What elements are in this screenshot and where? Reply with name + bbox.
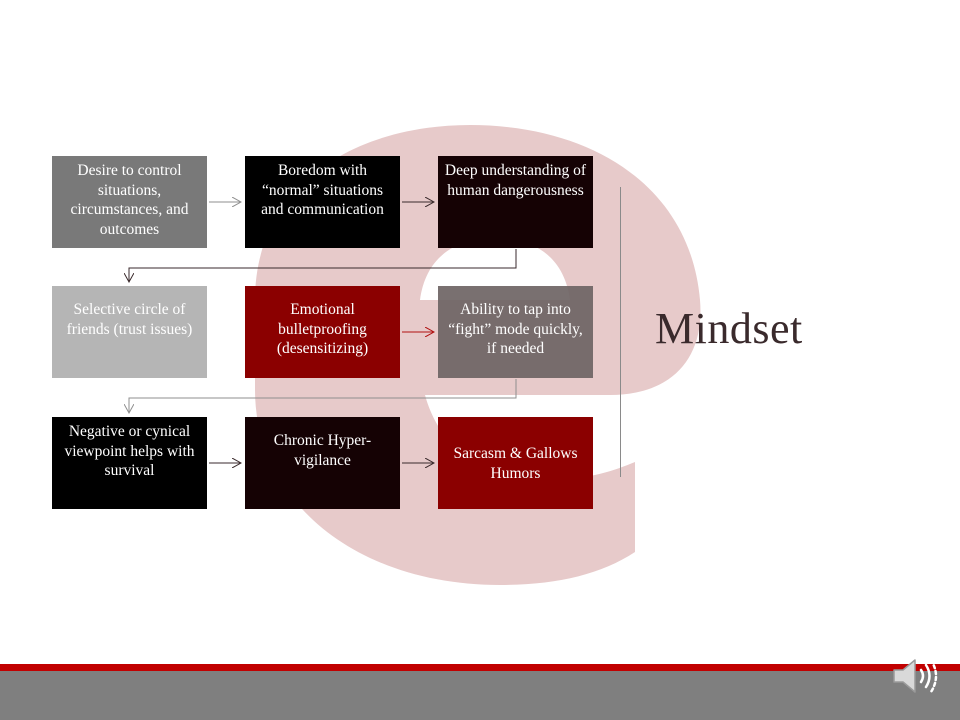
slide-title: Mindset [655, 304, 803, 353]
arrow-understanding-friends [129, 249, 517, 282]
box-deep-understanding-text: Deep understanding of human dangerousnes… [444, 162, 587, 199]
box-selective-circle-text: Selective circle of friends (trust issue… [66, 301, 193, 338]
footer-gray-band [0, 671, 960, 720]
box-negative-viewpoint: Negative or cynical viewpoint helps with… [52, 417, 207, 509]
box-ability-fight-mode: Ability to tap into “fight” mode quickly… [438, 286, 593, 378]
box-deep-understanding: Deep understanding of human dangerousnes… [438, 156, 593, 248]
arrow-fight-negative [129, 379, 517, 413]
box-sarcasm-text: Sarcasm & Gallows Humors [453, 445, 578, 482]
box-sarcasm: Sarcasm & Gallows Humors [438, 417, 593, 509]
footer-red-band [0, 664, 960, 671]
vertical-divider [620, 187, 621, 477]
box-boredom-text: Boredom with “normal” situations and com… [261, 162, 384, 218]
box-ability-fight-mode-text: Ability to tap into “fight” mode quickly… [448, 301, 583, 357]
box-emotional-bulletproofing: Emotional bulletproofing (desensitizing) [245, 286, 400, 378]
box-emotional-bulletproofing-text: Emotional bulletproofing (desensitizing) [276, 301, 369, 357]
speaker-icon[interactable] [890, 652, 942, 700]
box-boredom: Boredom with “normal” situations and com… [245, 156, 400, 248]
box-desire-to-control: Desire to control situations, circumstan… [52, 156, 207, 248]
box-desire-to-control-text: Desire to control situations, circumstan… [70, 162, 189, 238]
box-selective-circle: Selective circle of friends (trust issue… [52, 286, 207, 378]
box-chronic-hypervigilance: Chronic Hyper-vigilance [245, 417, 400, 509]
box-chronic-hypervigilance-text: Chronic Hyper-vigilance [273, 432, 372, 469]
box-negative-viewpoint-text: Negative or cynical viewpoint helps with… [64, 423, 195, 479]
